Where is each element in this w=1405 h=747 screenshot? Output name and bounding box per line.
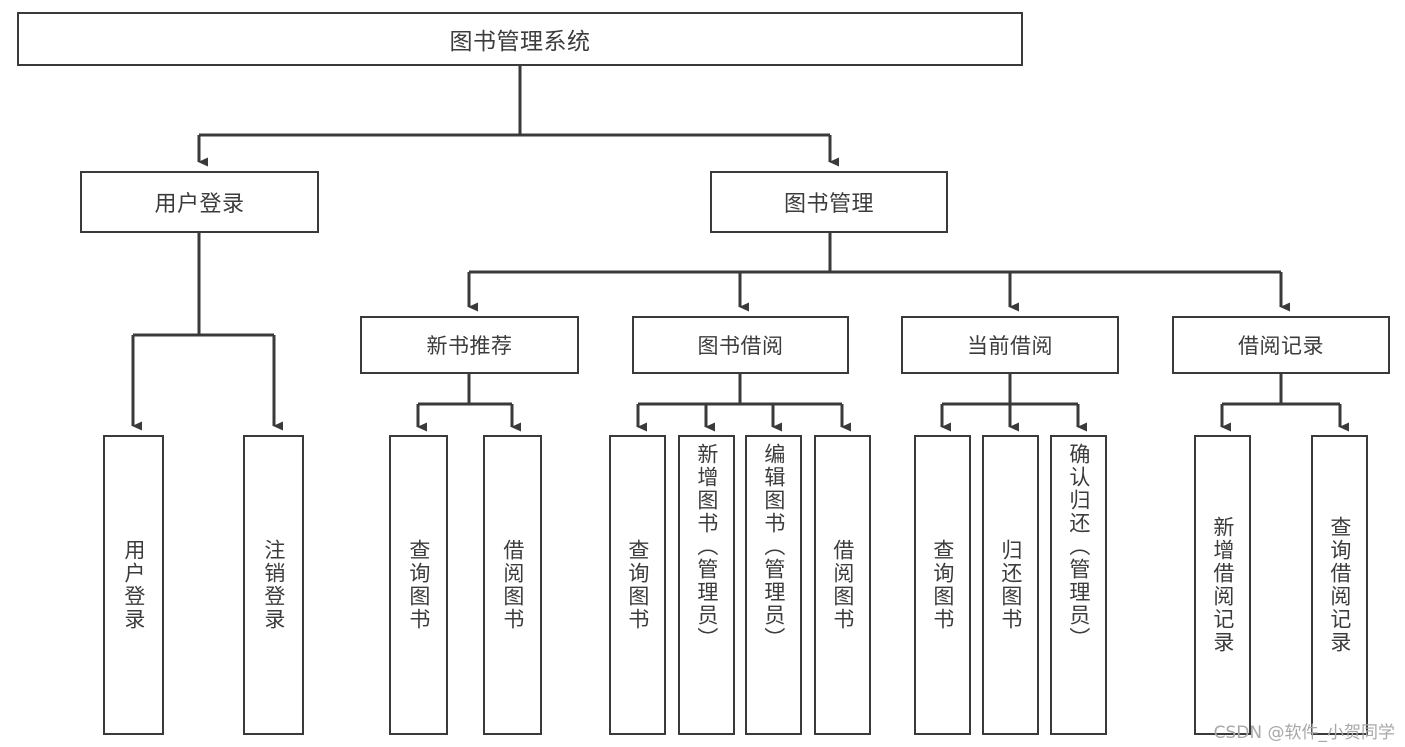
node-leaf-query-borrow-record-label: 查询借阅记录 [1327, 516, 1352, 654]
node-leaf-borrow-book[interactable]: 借阅图书 [814, 435, 871, 735]
node-new-book-recommend[interactable]: 新书推荐 [360, 316, 579, 374]
node-current-borrow[interactable]: 当前借阅 [901, 316, 1119, 374]
node-leaf-user-login[interactable]: 用户登录 [103, 435, 164, 735]
node-leaf-query-book-borrow[interactable]: 查询图书 [609, 435, 666, 735]
node-borrow-record-label: 借阅记录 [1238, 334, 1324, 358]
node-leaf-borrow-book-label: 借阅图书 [830, 539, 855, 631]
node-leaf-edit-book-admin[interactable]: 编辑图书（管理员） [745, 435, 802, 735]
node-book-borrow-label: 图书借阅 [697, 334, 784, 358]
node-new-book-recommend-label: 新书推荐 [426, 334, 513, 358]
node-leaf-query-book-rec[interactable]: 查询图书 [389, 435, 448, 735]
node-leaf-query-book-cur-label: 查询图书 [930, 539, 955, 631]
node-leaf-add-book-admin-label: 新增图书（管理员） [694, 443, 719, 650]
node-borrow-record[interactable]: 借阅记录 [1172, 316, 1390, 374]
node-leaf-query-borrow-record[interactable]: 查询借阅记录 [1311, 435, 1368, 735]
node-leaf-add-borrow-record[interactable]: 新增借阅记录 [1194, 435, 1251, 735]
node-leaf-add-borrow-record-label: 新增借阅记录 [1210, 516, 1235, 654]
node-root-title-label: 图书管理系统 [449, 29, 591, 55]
node-leaf-borrow-book-rec-label: 借阅图书 [500, 539, 525, 631]
node-user-login-label: 用户登录 [154, 192, 245, 217]
node-leaf-query-book-cur[interactable]: 查询图书 [914, 435, 971, 735]
node-user-login[interactable]: 用户登录 [80, 171, 319, 233]
node-current-borrow-label: 当前借阅 [967, 334, 1053, 358]
node-leaf-return-book-label: 归还图书 [998, 539, 1023, 631]
node-leaf-user-login-label: 用户登录 [121, 539, 146, 631]
node-leaf-borrow-book-rec[interactable]: 借阅图书 [483, 435, 542, 735]
node-book-manage[interactable]: 图书管理 [710, 171, 948, 233]
node-root-title[interactable]: 图书管理系统 [17, 12, 1023, 66]
node-leaf-logout-login[interactable]: 注销登录 [243, 435, 304, 735]
node-leaf-return-book[interactable]: 归还图书 [982, 435, 1039, 735]
node-leaf-confirm-return-admin-label: 确认归还（管理员） [1066, 443, 1091, 650]
node-leaf-query-book-borrow-label: 查询图书 [625, 539, 650, 631]
node-leaf-query-book-rec-label: 查询图书 [406, 539, 431, 631]
node-leaf-edit-book-admin-label: 编辑图书（管理员） [761, 443, 786, 650]
node-leaf-add-book-admin[interactable]: 新增图书（管理员） [678, 435, 735, 735]
node-book-borrow[interactable]: 图书借阅 [632, 316, 849, 374]
node-leaf-confirm-return-admin[interactable]: 确认归还（管理员） [1050, 435, 1107, 735]
node-book-manage-label: 图书管理 [783, 192, 874, 217]
node-leaf-logout-login-label: 注销登录 [261, 539, 286, 631]
